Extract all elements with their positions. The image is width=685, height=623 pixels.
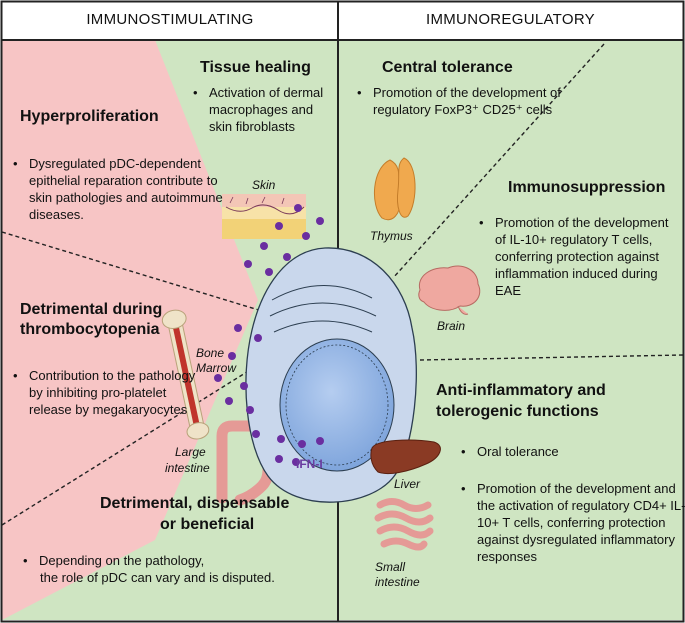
small-intestine-illustration bbox=[374, 498, 434, 551]
central-tolerance-text: Promotion of the development of regulato… bbox=[356, 84, 569, 118]
hyperproliferation-title: Hyperproliferation bbox=[20, 108, 159, 125]
hyperproliferation-text: Dysregulated pDC-dependent epithelial re… bbox=[12, 155, 229, 223]
anti-inflammatory-title-2: tolerogenic functions bbox=[436, 403, 599, 420]
tissue-healing-title: Tissue healing bbox=[200, 59, 311, 76]
large-intestine-label-1: Large bbox=[175, 445, 206, 459]
oral-tolerance-text: Oral tolerance bbox=[460, 443, 559, 460]
nucleus bbox=[279, 338, 395, 472]
liver-label: Liver bbox=[394, 477, 421, 491]
dispensable-title-1: Detrimental, dispensable bbox=[100, 495, 290, 512]
small-intestine-label-1: Small bbox=[375, 560, 406, 574]
skin-label: Skin bbox=[252, 178, 276, 192]
dashed-divider bbox=[1, 349, 283, 526]
bone-marrow-label-1: Bone bbox=[196, 346, 225, 360]
header-immunostimulating: IMMUNOSTIMULATING bbox=[86, 11, 254, 28]
immunosuppression-text: Promotion of the development of IL-10+ r… bbox=[478, 214, 679, 299]
dashed-divider bbox=[392, 43, 605, 279]
tissue-healing-text: Activation of dermal macrophages and ski… bbox=[192, 84, 339, 135]
header-immunoregulatory: IMMUNOREGULATORY bbox=[426, 11, 595, 28]
ifn-dots bbox=[214, 204, 324, 466]
ifn-label: IFN-I bbox=[296, 457, 323, 471]
immunosuppression-title: Immunosuppression bbox=[508, 179, 666, 196]
bone-marrow-label-2: Marrow bbox=[196, 361, 237, 375]
small-intestine-label-2: intestine bbox=[375, 575, 420, 589]
dispensable-text-2: the role of pDC can vary and is disputed… bbox=[40, 570, 275, 585]
anti-inflammatory-title-1: Anti-inflammatory and bbox=[436, 382, 606, 399]
skin-illustration bbox=[222, 194, 306, 239]
thrombocytopenia-title-1: Detrimental during bbox=[20, 301, 163, 318]
brain-label: Brain bbox=[437, 319, 466, 333]
thrombocytopenia-text: Contribution to the pathology by inhibit… bbox=[12, 367, 197, 418]
liver-illustration bbox=[370, 439, 441, 475]
thymus-illustration bbox=[373, 157, 416, 221]
dispensable-title-2: or beneficial bbox=[160, 516, 255, 533]
dispensable-text-1: Depending on the pathology, bbox=[22, 552, 204, 569]
dashed-divider bbox=[419, 354, 684, 361]
dashed-divider bbox=[1, 231, 286, 319]
cd4-development-text: Promotion of the development and the act… bbox=[460, 480, 685, 565]
large-intestine-label-2: intestine bbox=[165, 461, 210, 475]
thymus-label: Thymus bbox=[370, 229, 413, 243]
thrombocytopenia-title-2: thrombocytopenia bbox=[20, 321, 160, 338]
brain-illustration bbox=[418, 265, 481, 315]
central-tolerance-title: Central tolerance bbox=[382, 59, 513, 76]
